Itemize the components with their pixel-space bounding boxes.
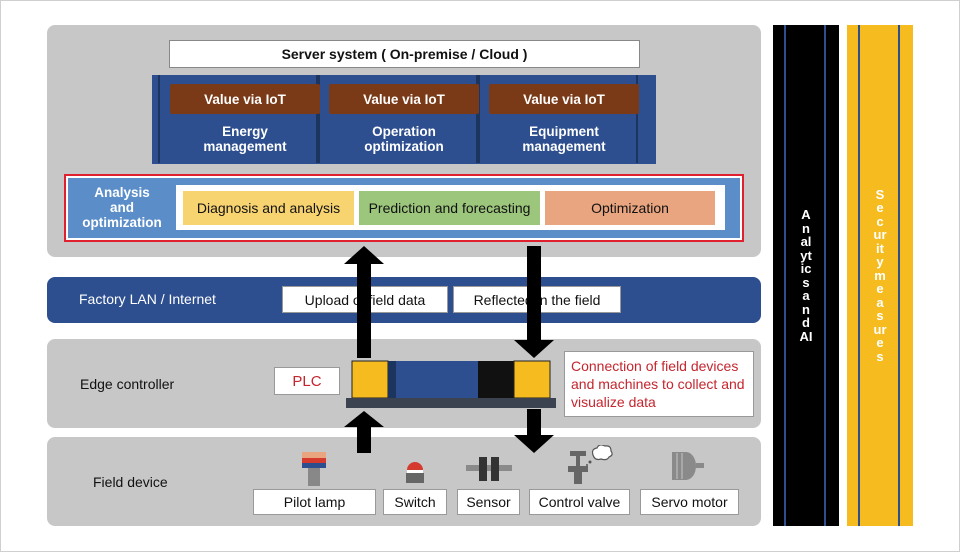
servo-motor-icon xyxy=(672,452,704,480)
controller-rail xyxy=(346,398,556,408)
switch-icon xyxy=(406,462,424,483)
column-name-line: management xyxy=(522,139,606,154)
device-label-switch: Switch xyxy=(383,489,447,515)
column-name-line: optimization xyxy=(364,139,444,154)
pilot-lamp-icon xyxy=(302,452,326,486)
edge-note: Connection of field devices and machines… xyxy=(564,351,754,417)
arrow-up-from-field xyxy=(344,411,384,453)
prediction-box: Prediction and forecasting xyxy=(359,191,540,225)
server-title: Server system ( On-premise / Cloud ) xyxy=(169,40,640,68)
edge-controller-icon xyxy=(346,360,556,408)
arrow-down-to-field xyxy=(514,409,554,453)
factory-lan-label: Factory LAN / Internet xyxy=(79,291,216,307)
analytics-ai-bar: Analytics and AI xyxy=(773,25,839,526)
controller-module xyxy=(478,361,514,398)
bar-stripe xyxy=(784,25,786,526)
bar-stripe xyxy=(824,25,826,526)
controller-module xyxy=(513,360,551,399)
controller-module xyxy=(351,360,389,399)
plc-label: PLC xyxy=(274,367,340,395)
column-name-energy: Energy management xyxy=(170,124,320,154)
iot-badge-operation: Value via IoT xyxy=(329,84,479,114)
security-bar: Security measures xyxy=(847,25,913,526)
device-label-servo-motor: Servo motor xyxy=(640,489,739,515)
iot-badge-energy: Value via IoT xyxy=(170,84,320,114)
column-name-line: Energy xyxy=(222,124,268,139)
column-divider xyxy=(318,75,478,163)
iot-badge-equipment: Value via IoT xyxy=(489,84,639,114)
diagnosis-box: Diagnosis and analysis xyxy=(183,191,354,225)
analysis-label-line: optimization xyxy=(82,215,162,230)
column-name-line: Operation xyxy=(372,124,436,139)
column-name-operation: Operation optimization xyxy=(329,124,479,154)
device-label-control-valve: Control valve xyxy=(529,489,630,515)
column-divider xyxy=(478,75,638,163)
sensor-icon xyxy=(466,457,512,481)
control-valve-icon xyxy=(568,445,613,484)
optimization-box: Optimization xyxy=(545,191,715,225)
controller-module xyxy=(388,361,396,398)
device-label-pilot-lamp: Pilot lamp xyxy=(253,489,376,515)
analysis-label: Analysis and optimization xyxy=(68,185,176,230)
device-label-sensor: Sensor xyxy=(457,489,520,515)
analytics-ai-label: Analytics and AI xyxy=(799,207,813,344)
bar-stripe xyxy=(898,25,900,526)
column-name-line: management xyxy=(203,139,287,154)
field-label: Field device xyxy=(93,474,168,490)
analysis-label-line: Analysis xyxy=(94,185,150,200)
analysis-label-line: and xyxy=(109,200,134,215)
column-divider xyxy=(158,75,318,163)
bar-stripe xyxy=(858,25,860,526)
arrow-down-to-edge xyxy=(514,246,554,358)
column-name-line: Equipment xyxy=(529,124,599,139)
security-label: Security measures xyxy=(873,186,887,364)
arrow-up-to-server xyxy=(344,246,384,358)
edge-label: Edge controller xyxy=(80,376,175,392)
column-name-equipment: Equipment management xyxy=(489,124,639,154)
